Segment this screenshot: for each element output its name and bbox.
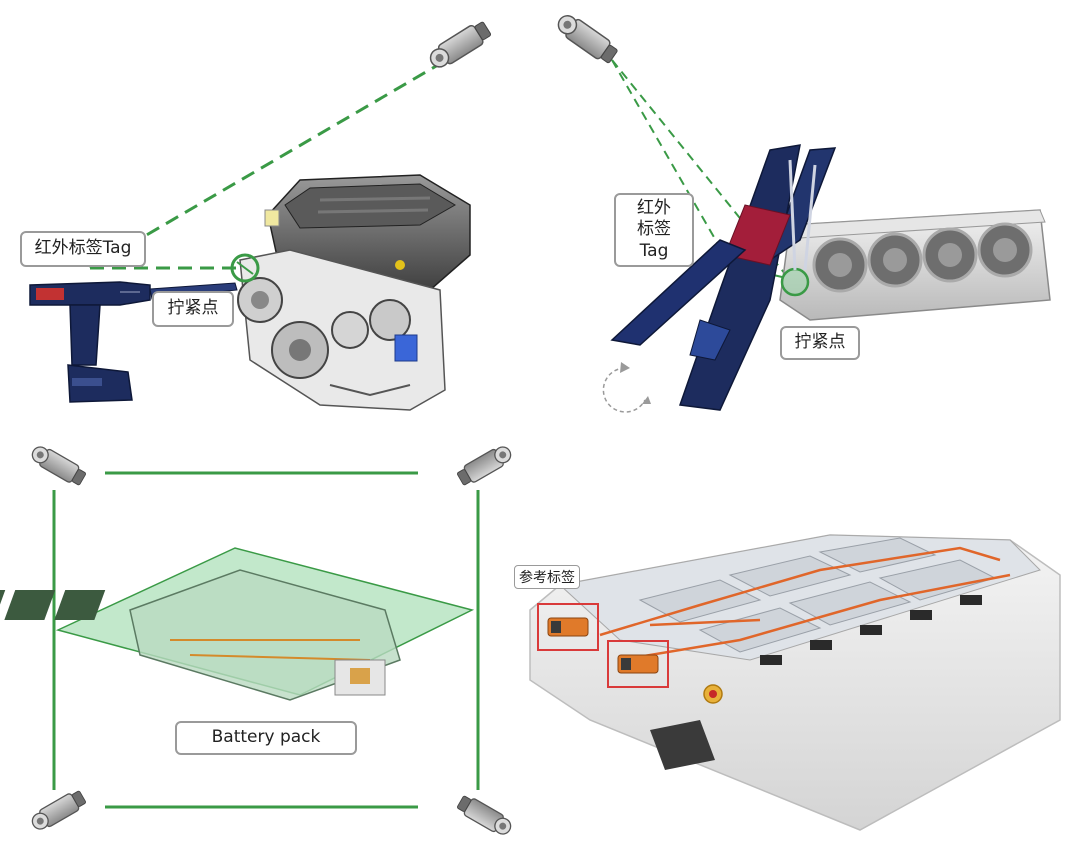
reference-tag-marker [537, 603, 599, 651]
camera-icon [552, 9, 621, 67]
reference-tag-label-text: 参考标签 [519, 570, 575, 586]
tracking-line [611, 59, 731, 266]
ir-tag-label-right: 红外 标签 Tag [614, 193, 694, 267]
cylinder-head-scene [552, 9, 1051, 413]
cylinder-head-illustration [779, 209, 1051, 321]
camera-icon [27, 787, 89, 835]
tightening-point-label-right-text: 拧紧点 [794, 332, 846, 353]
camera-icon [27, 441, 89, 489]
tightening-point-marker [230, 253, 260, 283]
battery-frame-scene [0, 441, 516, 840]
ir-tag-label-left-text: 红外标签Tag [34, 238, 132, 259]
reference-tag-marker [607, 640, 669, 688]
camera-icon [454, 792, 516, 840]
tracking-line [89, 53, 456, 270]
ir-tag-label-right-line1: 红外 [637, 198, 671, 219]
camera-icon [425, 18, 494, 73]
engine-illustration [237, 174, 471, 411]
reference-tag-label: 参考标签 [514, 565, 580, 589]
battery-pack-illustration [0, 569, 401, 701]
tightening-point-label-left: 拧紧点 [152, 291, 234, 327]
camera-icon [454, 441, 516, 489]
battery-pack-label: Battery pack [175, 721, 357, 755]
tightening-point-marker [780, 267, 810, 297]
tracking-line [611, 59, 791, 281]
ir-tag-label-left: 红外标签Tag [20, 231, 146, 267]
battery-pack-label-text: Battery pack [211, 727, 321, 748]
robot-arm-illustration [610, 144, 837, 411]
tightening-point-label-left-text: 拧紧点 [167, 298, 219, 319]
rotation-arrow-icon [602, 362, 651, 413]
tightening-point-label-right: 拧紧点 [780, 326, 860, 360]
engine-scene [29, 18, 494, 411]
ir-tag-label-right-line2: 标签 [637, 219, 671, 240]
ir-tag-label-right-line3: Tag [639, 240, 669, 261]
battery-tray-scene [529, 534, 1061, 831]
torque-tool-illustration [29, 281, 238, 403]
